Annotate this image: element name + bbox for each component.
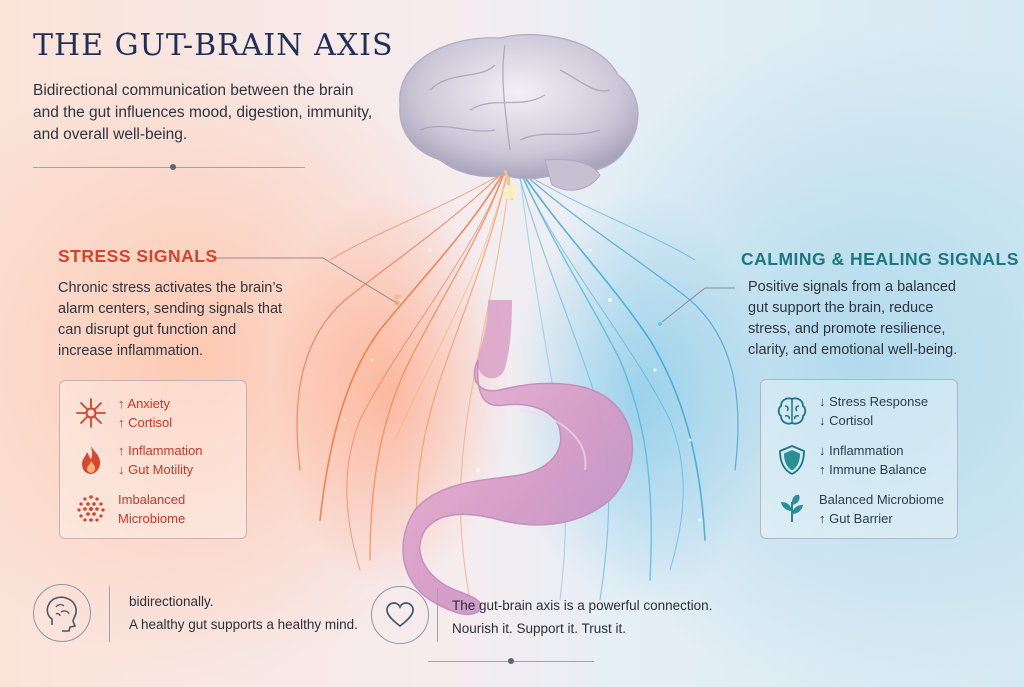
calm-effect-lines: ↓ Inflammation↑ Immune Balance — [819, 443, 927, 477]
calm-pointer-line — [661, 287, 735, 323]
stress-effect-row: Imbalanced Microbiome — [74, 490, 246, 528]
calm-effect-row: Balanced Microbiome↑ Gut Barrier — [775, 490, 944, 528]
flame-icon — [82, 446, 101, 474]
page-title: THE GUT-BRAIN AXIS — [33, 28, 394, 63]
calm-effect-row: ↓ Stress Response↓ Cortisol — [775, 392, 928, 430]
stress-effects-card: ↑ Anxiety↑ Cortisol ↑ Inflammation↓ Gut … — [59, 380, 247, 539]
stress-pointer-dot — [395, 301, 399, 305]
calm-effect-lines: ↓ Stress Response↓ Cortisol — [819, 394, 929, 428]
leaf-icon — [781, 494, 803, 522]
calm-description: Positive signals from a balanced gut sup… — [748, 279, 958, 358]
calm-pointer-dot — [658, 322, 662, 326]
intro-text: Bidirectional communication between the … — [33, 82, 373, 143]
title-divider — [33, 167, 305, 168]
title-divider-dot — [170, 164, 176, 170]
calm-effects-card: ↓ Stress Response↓ Cortisol ↓ Inflammati… — [760, 379, 958, 539]
stress-effect-lines: ↑ Anxiety↑ Cortisol — [118, 396, 173, 430]
shield-icon — [779, 445, 805, 476]
microbiome-dots-icon — [77, 495, 105, 522]
stress-effect-lines: ↑ Inflammation↓ Gut Motility — [118, 443, 203, 477]
footer-right-text: The gut-brain axis is a powerful connect… — [452, 598, 713, 636]
stress-effect-lines: Imbalanced Microbiome — [118, 492, 186, 526]
footer-right-badge — [371, 586, 429, 644]
heart-icon — [386, 602, 414, 628]
bottom-divider-dot — [508, 658, 514, 664]
footer-right-separator — [437, 588, 438, 642]
calm-effect-row: ↓ Inflammation↑ Immune Balance — [775, 441, 927, 479]
stress-description: Chronic stress activates the brain’s ala… — [58, 280, 283, 359]
neuron-icon — [76, 398, 106, 428]
calm-heading: CALMING & HEALING SIGNALS — [741, 249, 1019, 269]
stress-pointer-line — [212, 257, 396, 303]
calm-nerve-fibers — [517, 169, 739, 601]
brain-head-icon — [46, 596, 77, 632]
footer-left-text: bidirectionally.A healthy gut supports a… — [129, 594, 358, 632]
footer-left-separator — [109, 586, 110, 642]
calm-effect-lines: Balanced Microbiome↑ Gut Barrier — [819, 492, 945, 526]
stress-effect-row: ↑ Inflammation↓ Gut Motility — [74, 441, 203, 479]
stress-glow — [270, 190, 510, 590]
footer-left-badge — [33, 584, 91, 642]
stress-effect-row: ↑ Anxiety↑ Cortisol — [74, 394, 172, 432]
stomach-illustration — [402, 300, 634, 616]
brain-illustration — [399, 34, 639, 201]
stress-nerve-fibers — [296, 169, 511, 601]
brain-icon — [777, 397, 807, 425]
stress-heading: STRESS SIGNALS — [58, 246, 218, 266]
